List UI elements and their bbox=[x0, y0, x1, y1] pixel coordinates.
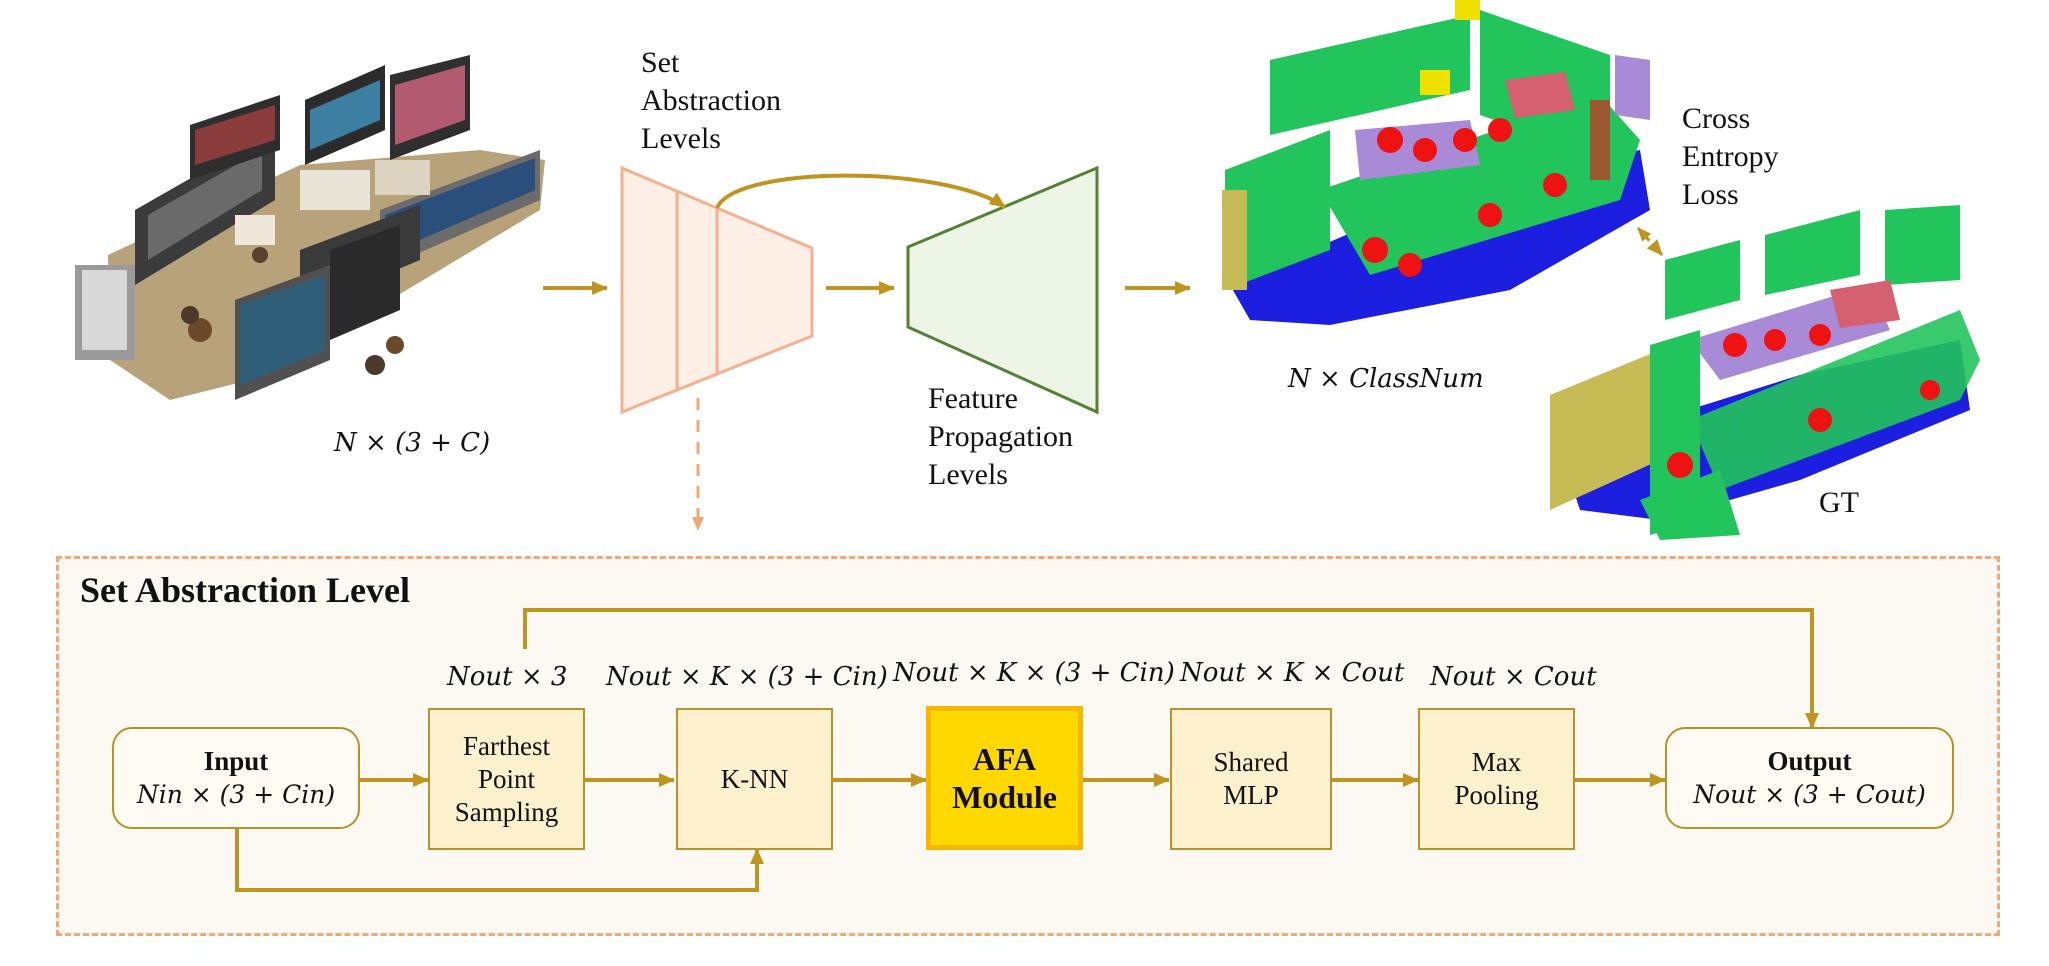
sa-line-2: Abstraction bbox=[641, 84, 781, 117]
knn-node: K-NN bbox=[676, 708, 833, 850]
set-abstraction-levels-label: Set Abstraction Levels bbox=[641, 44, 781, 158]
mlp-dim-label: Nout × K × Cout bbox=[1180, 658, 1405, 688]
knn-dim-label: Nout × K × (3 + Cin) bbox=[606, 662, 888, 692]
encoder-trapezoid bbox=[620, 165, 814, 415]
skip-connection-arrow bbox=[715, 173, 1007, 210]
output-shape-label: N × ClassNum bbox=[1288, 364, 1484, 394]
feature-propagation-levels-label: Feature Propagation Levels bbox=[928, 380, 1073, 494]
loss-line-1: Cross bbox=[1682, 102, 1751, 135]
fps-dim-label: Nout × 3 bbox=[447, 662, 568, 692]
input-shape: Nin × (3 + Cin) bbox=[136, 780, 336, 809]
sa-line-1: Set bbox=[641, 46, 680, 79]
pool-line-2: Pooling bbox=[1454, 780, 1539, 810]
afa-line-2: Module bbox=[952, 779, 1057, 815]
pool-line-1: Max bbox=[1471, 747, 1522, 777]
decoder-trapezoid bbox=[906, 165, 1099, 415]
input-point-cloud bbox=[75, 55, 545, 400]
output-node: Output Nout × (3 + Cout) bbox=[1665, 727, 1954, 829]
max-pooling-node: Max Pooling bbox=[1418, 708, 1575, 850]
fp-line-1: Feature bbox=[928, 382, 1018, 415]
afa-dim-label: Nout × K × (3 + Cin) bbox=[893, 658, 1175, 688]
knn-label: K-NN bbox=[720, 763, 789, 794]
fp-line-2: Propagation bbox=[928, 420, 1073, 453]
afa-module-node: AFA Module bbox=[926, 706, 1083, 850]
panel-title: Set Abstraction Level bbox=[80, 570, 410, 610]
loss-arrow bbox=[1636, 227, 1664, 256]
pool-dim-label: Nout × Cout bbox=[1430, 662, 1597, 692]
fps-line-1: Farthest bbox=[463, 730, 550, 761]
panel-arrows bbox=[235, 608, 1819, 892]
fps-line-3: Sampling bbox=[454, 796, 559, 827]
fp-line-3: Levels bbox=[928, 458, 1008, 491]
input-node: Input Nin × (3 + Cin) bbox=[112, 727, 360, 829]
sa-line-3: Levels bbox=[641, 122, 721, 155]
mlp-line-2: MLP bbox=[1223, 780, 1279, 810]
fps-line-2: Point bbox=[477, 763, 536, 794]
output-title: Output bbox=[1767, 746, 1852, 776]
gt-label: GT bbox=[1819, 486, 1859, 519]
ground-truth-cloud bbox=[1550, 205, 1980, 540]
mlp-line-1: Shared bbox=[1213, 747, 1289, 777]
input-title: Input bbox=[203, 746, 269, 776]
cross-entropy-loss-label: Cross Entropy Loss bbox=[1682, 100, 1779, 214]
loss-line-2: Entropy bbox=[1682, 140, 1779, 173]
segmentation-output bbox=[1222, 0, 1650, 325]
afa-line-1: AFA bbox=[972, 741, 1037, 777]
output-shape: Nout × (3 + Cout) bbox=[1693, 780, 1926, 809]
shared-mlp-node: Shared MLP bbox=[1170, 708, 1332, 850]
input-shape-label: N × (3 + C) bbox=[334, 428, 491, 458]
farthest-point-sampling-node: Farthest Point Sampling bbox=[428, 708, 585, 850]
loss-line-3: Loss bbox=[1682, 178, 1739, 211]
